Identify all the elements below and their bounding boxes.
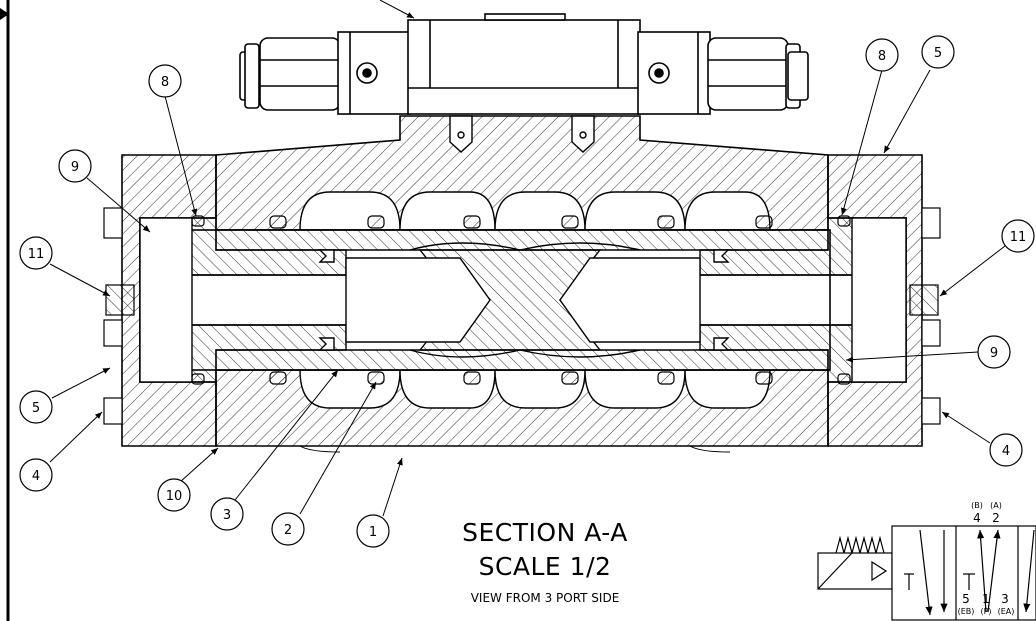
port-number-1: 1 (982, 592, 990, 606)
port-label-eb: (EB) (958, 607, 975, 616)
end-cap-right (827, 154, 941, 447)
schematic-port-labels: (B) (A) 4 2 5 1 3 (EB) (P) (EA) (958, 501, 1015, 616)
balloon-label: 4 (32, 469, 40, 484)
leader-operator (379, 0, 415, 19)
balloon-label: 11 (28, 247, 45, 262)
balloon-2: 2 (271, 512, 305, 546)
balloon-10: 10 (157, 478, 191, 512)
valve-schematic-symbol (817, 525, 1036, 621)
port-number-5: 5 (962, 592, 970, 606)
balloon-label: 5 (32, 401, 40, 416)
balloon-label: 9 (71, 160, 79, 175)
balloon-label: 1 (369, 525, 377, 540)
port-label-p: (P) (980, 607, 991, 616)
balloon-label: 4 (1002, 444, 1010, 459)
section-view-note: VIEW FROM 3 PORT SIDE (470, 591, 620, 605)
balloon-label: 5 (934, 46, 942, 61)
balloon-11-left: 11 (19, 236, 53, 270)
o-ring-seals (191, 215, 851, 385)
solenoid-operator (239, 13, 809, 115)
port-label-a: (A) (990, 501, 1002, 510)
balloon-11-right: 11 (1001, 219, 1035, 253)
lip-seals (318, 249, 730, 351)
end-cap-left (103, 154, 217, 447)
balloon-1: 1 (356, 514, 390, 548)
port-number-4: 4 (973, 511, 981, 525)
balloon-4-left: 4 (19, 458, 53, 492)
balloon-5-left: 5 (19, 390, 53, 424)
valve-body (215, 115, 829, 453)
balloon-3: 3 (210, 497, 244, 531)
balloon-4-right: 4 (989, 433, 1023, 467)
balloon-8-left: 8 (148, 64, 182, 98)
balloon-label: 10 (166, 489, 183, 504)
balloon-label: 9 (990, 346, 998, 361)
balloon-label: 8 (161, 75, 169, 90)
port-label-b: (B) (971, 501, 983, 510)
balloon-5-right: 5 (921, 35, 955, 69)
balloon-label: 3 (223, 508, 231, 523)
balloon-label: 8 (878, 49, 886, 64)
port-label-ea: (EA) (998, 607, 1015, 616)
port-number-3: 3 (1001, 592, 1009, 606)
section-title: SECTION A-A (462, 518, 628, 547)
section-scale: SCALE 1/2 (478, 552, 612, 581)
spool (139, 217, 907, 383)
balloon-8-right: 8 (865, 38, 899, 72)
balloon-9-right: 9 (977, 335, 1011, 369)
balloon-label: 11 (1010, 230, 1027, 245)
leader-lines (49, 69, 1006, 517)
port-number-2: 2 (992, 511, 1000, 525)
balloon-label: 2 (284, 523, 292, 538)
sheet-corner-mark (0, 8, 9, 20)
balloon-9-left: 9 (58, 149, 92, 183)
